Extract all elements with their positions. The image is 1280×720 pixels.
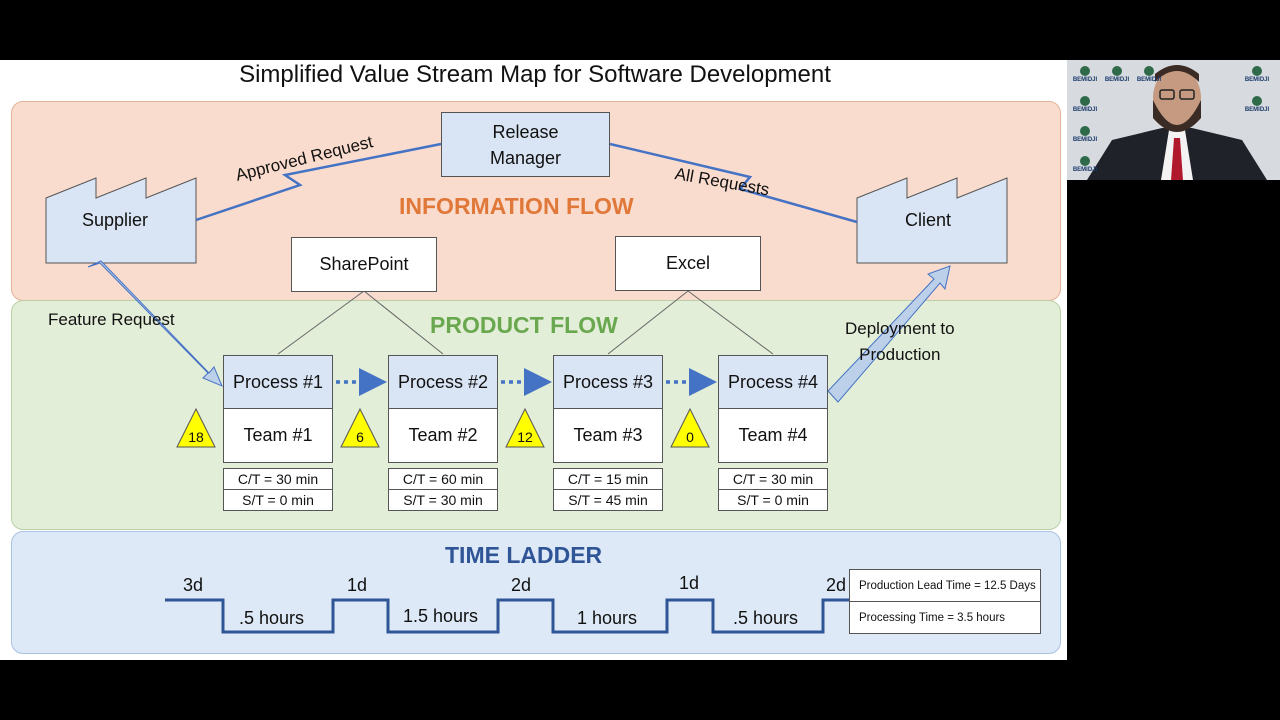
release-manager-box: Release Manager: [441, 112, 610, 177]
lead-time-box: Production Lead Time = 12.5 Days: [849, 569, 1041, 602]
product-flow-title: PRODUCT FLOW: [430, 312, 618, 338]
processing-time-2: 1.5 hours: [403, 606, 479, 626]
feature-request-arrow: [87, 260, 223, 387]
process-name: Process #2: [388, 355, 498, 409]
inventory-count-4: 0: [686, 429, 694, 445]
slide: Simplified Value Stream Map for Software…: [0, 60, 1067, 660]
wait-time-4: 1d: [679, 573, 700, 593]
inventory-count-1: 18: [188, 429, 204, 445]
bemidji-logo: BEMIDJI: [1071, 96, 1099, 113]
inventory-count-2: 6: [356, 429, 364, 445]
bemidji-logo: BEMIDJI: [1135, 66, 1163, 83]
setup-time: S/T = 45 min: [553, 489, 663, 511]
client-label: Client: [905, 210, 952, 230]
bemidji-logo: BEMIDJI: [1071, 126, 1099, 143]
presenter-figure: [1067, 60, 1280, 180]
team-name: Team #2: [388, 408, 498, 463]
inventory-triangle-2: [340, 407, 380, 448]
team-name: Team #1: [223, 408, 333, 463]
bemidji-logo: BEMIDJI: [1071, 156, 1099, 173]
approved-request-line: [195, 142, 442, 222]
wait-time-5: 2d: [826, 575, 847, 595]
wait-time-3: 2d: [511, 575, 532, 595]
bemidji-logo: BEMIDJI: [1103, 66, 1131, 83]
cycle-time: C/T = 60 min: [388, 468, 498, 490]
process-name: Process #3: [553, 355, 663, 409]
supplier-factory-icon: [45, 177, 197, 264]
setup-time: S/T = 0 min: [223, 489, 333, 511]
team-name: Team #4: [718, 408, 828, 463]
all-requests-line: [609, 142, 858, 224]
bemidji-logo: BEMIDJI: [1071, 66, 1099, 83]
inventory-triangle-4: [670, 407, 710, 448]
wait-time-2: 1d: [347, 575, 368, 595]
supplier-label: Supplier: [82, 210, 149, 230]
client-factory-icon: [856, 177, 1008, 264]
setup-time: S/T = 30 min: [388, 489, 498, 511]
processing-time-3: 1 hours: [577, 608, 638, 628]
time-ladder-title: TIME LADDER: [445, 542, 603, 568]
team-name: Team #3: [553, 408, 663, 463]
cycle-time: C/T = 30 min: [223, 468, 333, 490]
process-name: Process #1: [223, 355, 333, 409]
processing-time-box: Processing Time = 3.5 hours: [849, 601, 1041, 634]
processing-time-1: .5 hours: [239, 608, 305, 628]
bemidji-logo: BEMIDJI: [1243, 66, 1271, 83]
wait-time-1: 3d: [183, 575, 204, 595]
deployment-label: Deployment to Production: [845, 319, 955, 364]
process-name: Process #4: [718, 355, 828, 409]
inventory-count-3: 12: [517, 429, 533, 445]
webcam-video: BEMIDJI BEMIDJI BEMIDJI BEMIDJI BEMIDJI …: [1067, 60, 1280, 180]
inventory-triangle-3: [505, 407, 545, 448]
information-flow-title: INFORMATION FLOW: [399, 193, 634, 219]
cycle-time: C/T = 30 min: [718, 468, 828, 490]
diagram-title: Simplified Value Stream Map for Software…: [239, 61, 831, 88]
time-ladder-steps: [165, 598, 849, 634]
feature-request-label: Feature Request: [48, 310, 175, 329]
inventory-triangle-1: [176, 407, 216, 448]
cycle-time: C/T = 15 min: [553, 468, 663, 490]
setup-time: S/T = 0 min: [718, 489, 828, 511]
processing-time-4: .5 hours: [733, 608, 799, 628]
excel-box: Excel: [615, 236, 761, 291]
deployment-arrow: [827, 265, 951, 403]
bemidji-logo: BEMIDJI: [1243, 96, 1271, 113]
sharepoint-box: SharePoint: [291, 237, 437, 292]
diagram-graphics: [45, 142, 1008, 634]
